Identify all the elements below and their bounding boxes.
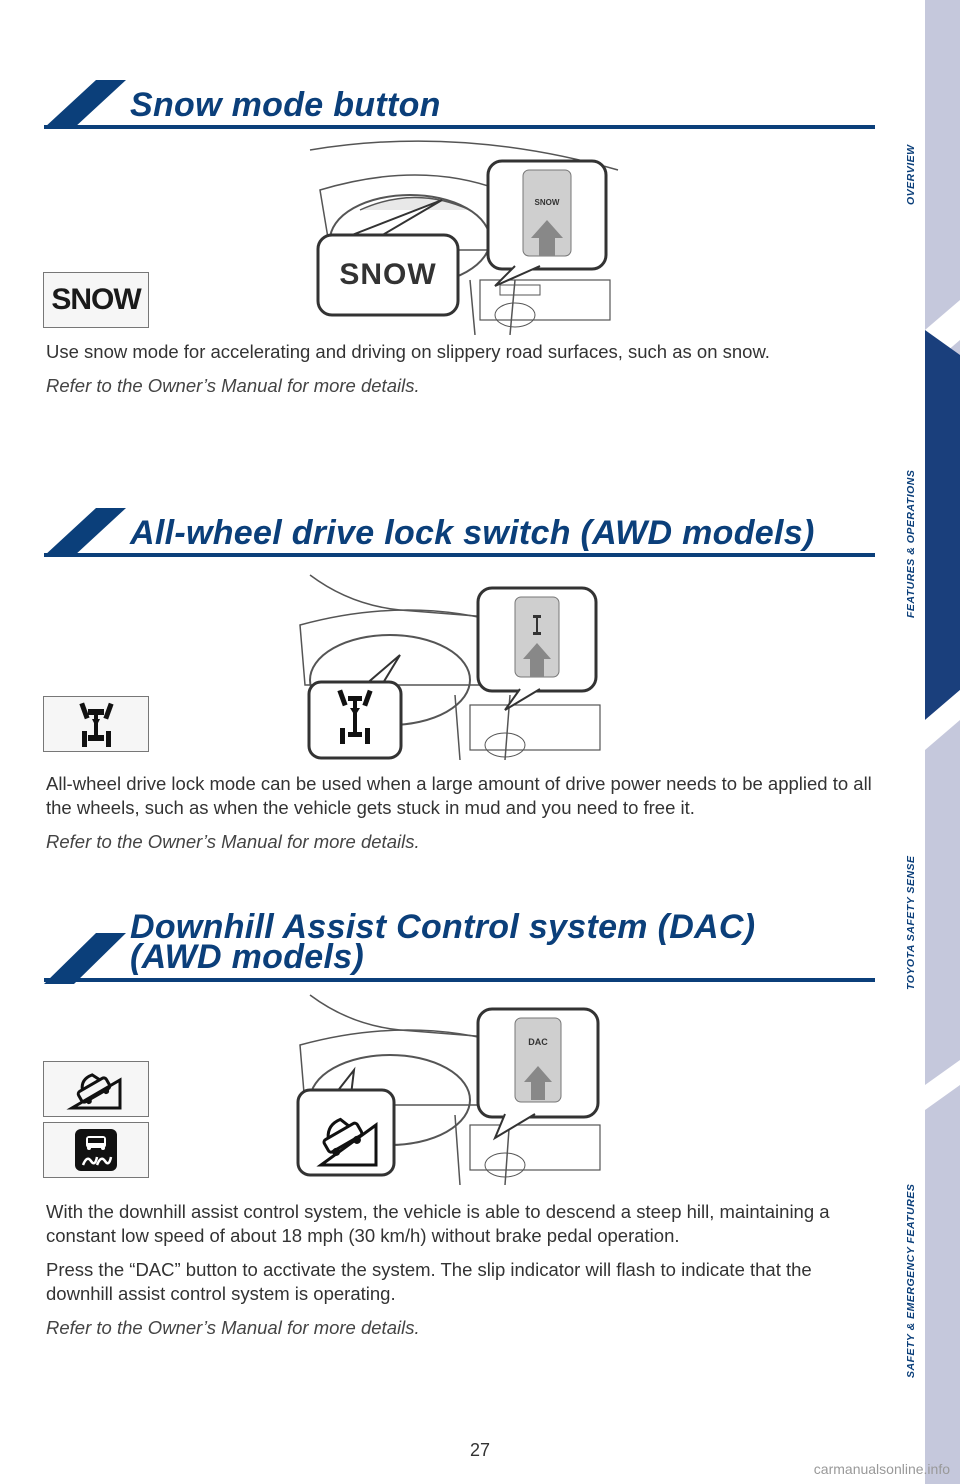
page-number: 27 (469, 1440, 491, 1460)
paragraph: Press the “DAC” button to acctivate the … (46, 1259, 812, 1304)
tab-toyota-safety-sense[interactable]: TOYOTA SAFETY SENSE (905, 855, 917, 990)
manual-reference: Refer to the Owner’s Manual for more det… (46, 831, 420, 852)
slip-indicator-icon (75, 1129, 117, 1171)
dac-indicator-box (43, 1061, 149, 1117)
paragraph: With the downhill assist control system,… (46, 1201, 830, 1246)
manual-reference: Refer to the Owner’s Manual for more det… (46, 1317, 420, 1338)
paragraph: All-wheel drive lock mode can be used wh… (46, 773, 872, 818)
snow-indicator-box: SNOW (43, 272, 149, 328)
paragraph: Use snow mode for accelerating and drivi… (46, 341, 770, 362)
section-title: All-wheel drive lock switch (AWD models) (130, 514, 815, 552)
dashboard-illustration-awd (299, 574, 601, 761)
tab-safety-emergency[interactable]: SAFETY & EMERGENCY FEATURES (905, 1183, 917, 1378)
side-tabs-graphic (925, 0, 960, 1484)
awd-description: All-wheel drive lock mode can be used wh… (46, 772, 876, 864)
awd-lock-icon (79, 702, 114, 747)
manual-reference: Refer to the Owner’s Manual for more det… (46, 375, 420, 396)
watermark[interactable]: carmanualsonline.info (813, 1461, 950, 1477)
dac-button-label: DAC (528, 1037, 548, 1047)
section-heading-snow: Snow mode button (0, 80, 880, 130)
snow-callout (316, 199, 460, 317)
heading-bar-graphic (44, 933, 875, 984)
slip-indicator-box (43, 1122, 149, 1178)
downhill-assist-icon (66, 1073, 122, 1110)
snow-text-icon: SNOW (51, 283, 141, 316)
awd-indicator-box (43, 696, 149, 752)
tab-features-operations[interactable]: FEATURES & OPERATIONS (905, 469, 917, 618)
awd-button-callout (476, 586, 598, 711)
snow-button-label: SNOW (534, 198, 560, 207)
snow-description: Use snow mode for accelerating and drivi… (46, 340, 876, 408)
snow-callout-label: SNOW (339, 258, 437, 291)
section-title: Downhill Assist Control system (DAC) (130, 908, 756, 946)
section-title-line-2: (AWD models) (130, 938, 365, 976)
section-heading-dac: Downhill Assist Control system (DAC) (AW… (0, 908, 880, 988)
awd-callout (307, 654, 403, 760)
dac-callout (296, 1066, 396, 1177)
heading-bar-graphic (44, 508, 875, 557)
section-heading-awd-lock: All-wheel drive lock switch (AWD models) (0, 508, 880, 558)
dac-button-callout (476, 1007, 600, 1141)
dac-description: With the downhill assist control system,… (46, 1200, 876, 1350)
tab-overview[interactable]: OVERVIEW (905, 144, 917, 205)
snow-button-callout (486, 159, 608, 287)
section-title: Snow mode button (130, 86, 441, 124)
heading-bar-graphic (44, 80, 875, 129)
